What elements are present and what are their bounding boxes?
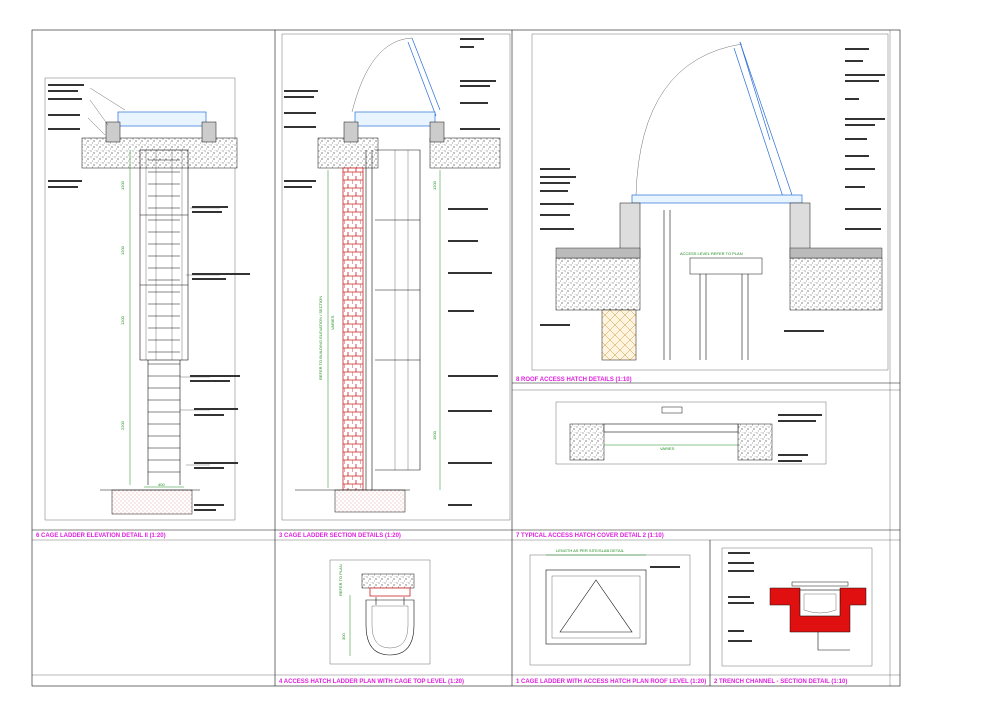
panel-trench-channel: 2 TRENCH CHANNEL - SECTION DETAIL (1:10) [714,547,873,685]
panel-roof-access-hatch: ACCESS LEVEL REFER TO PLAN 8 ROOF ACCESS… [516,33,889,383]
dim-400: 400 [158,482,165,487]
panel-2-callout-marks [728,552,754,642]
note-refer-elevation: REFER TO BUILDING ELEVATION / SECTION [318,296,323,380]
panel-4-caption: 4 ACCESS HATCH LADDER PLAN WITH CAGE TOP… [279,679,464,685]
panel-2-caption: 2 TRENCH CHANNEL - SECTION DETAIL (1:10) [714,679,847,685]
panel-cage-ladder-elevation: 1200 1200 1200 2200 400 6 CAGE LADDER EL… [36,77,250,539]
dim-1200-a: 1200 [120,180,125,190]
dim-1500: 1500 [432,430,437,440]
dim-1200-c: 1200 [120,315,125,325]
panel-7-caption: 7 TYPICAL ACCESS HATCH COVER DETAIL 2 (1… [516,533,664,539]
dim-1200-b: 1200 [120,245,125,255]
dim-2200: 2200 [120,420,125,430]
note-length: LENGTH AS PER SITE/SLAB DETAIL [556,548,625,553]
panel-6-callout-marks [48,84,250,511]
panel-hatch-plan-roof: LENGTH AS PER SITE/SLAB DETAIL 1 CAGE LA… [516,548,706,685]
panel-6-caption: 6 CAGE LADDER ELEVATION DETAIL II (1:20) [36,533,166,539]
panel-hatch-ladder-plan: 300 REFER TO PLAN 4 ACCESS HATCH LADDER … [279,559,464,685]
sheet-frame [31,29,901,687]
panel-3-caption: 3 CAGE LADDER SECTION DETAILS (1:20) [279,533,401,539]
panel-8-callout-marks [540,48,885,332]
note-access-level: ACCESS LEVEL REFER TO PLAN [680,251,743,256]
panel-3-callout-marks [284,38,500,506]
dim-1200-section: 1200 [432,180,437,190]
panel-hatch-cover-detail: VARIES 7 TYPICAL ACCESS HATCH COVER DETA… [516,401,827,539]
note-varies-b: VARIES [660,446,675,451]
panel-1-caption: 1 CAGE LADDER WITH ACCESS HATCH PLAN ROO… [516,679,706,685]
panel-8-caption: 8 ROOF ACCESS HATCH DETAILS (1:10) [516,377,632,383]
panel-cage-ladder-section: REFER TO BUILDING ELEVATION / SECTION VA… [279,33,511,539]
dim-300: 300 [341,633,346,640]
note-varies-a: VARIES [330,315,335,330]
note-refer-plan: REFER TO PLAN [338,564,343,596]
